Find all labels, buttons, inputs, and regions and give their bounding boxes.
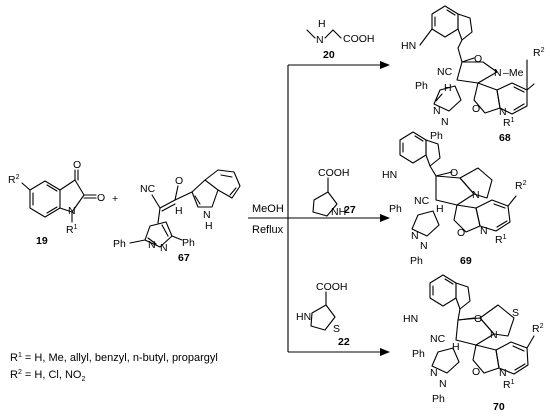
p70-n: N (490, 329, 498, 341)
p70-indole-hn: HN (403, 313, 418, 325)
p68-pyrrolidine-n: N (494, 67, 502, 79)
p70-ph-top: Ph (412, 348, 425, 360)
p68-carbonyl-o: O (474, 53, 482, 65)
p70-carbonyl-o: O (474, 313, 482, 325)
p70-cn: NC (430, 333, 446, 345)
p68-cn: NC (437, 66, 453, 78)
p69-oxindole-n: N (480, 225, 488, 237)
isatin-19: O O N R2 R1 19 (8, 159, 105, 247)
p68-r2: R2 (533, 47, 545, 59)
compound-number-19: 19 (36, 235, 48, 247)
isatin-r2: R2 (8, 174, 20, 186)
plus-sign: + (112, 193, 118, 205)
p69-r2: R2 (515, 180, 527, 192)
p70-pz-n1: N (430, 367, 438, 379)
p70-h: H (452, 341, 460, 353)
compound-number-70: 70 (493, 401, 505, 413)
p69-h: H (436, 203, 444, 215)
p68-oxindole-n: N (499, 106, 507, 118)
chalcone-carbonyl-o: O (175, 175, 183, 187)
compound-number-22: 22 (338, 336, 350, 348)
p70-ph-bottom: Ph (432, 393, 445, 405)
thiaproline-hn: HN (296, 311, 311, 323)
chalcone-ph-c: Ph (182, 237, 195, 249)
product-69: HN O N NC H Ph N N Ph O N R2 R1 69 (382, 131, 527, 267)
proline-acid: COOH (318, 167, 350, 179)
chalcone-pyrazole-n1: N (148, 239, 156, 251)
p68-pz-n1: N (433, 105, 441, 117)
p69-pz-n2: N (420, 240, 428, 252)
p69-n: N (472, 189, 480, 201)
sarcosine-20: N H COOH 20 (306, 18, 375, 61)
proline-nh: NH (331, 206, 346, 218)
isatin-oxygen-right: O (97, 192, 105, 204)
p69-ph-bottom: Ph (410, 255, 423, 267)
p70-r2: R2 (532, 323, 544, 335)
p69-indole-hn: HN (382, 169, 397, 181)
reaction-arrows (248, 61, 390, 356)
sarcosine-acid: COOH (343, 33, 375, 45)
product-68: HN O N –Me NC H Ph N N Ph O N R2 R1 68 (401, 5, 545, 144)
chalcone-ph-n: Ph (113, 238, 126, 250)
p69-pz-n1: N (411, 230, 419, 242)
chalcone-vinyl-h: H (175, 205, 183, 217)
compound-number-68: 68 (499, 132, 511, 144)
condition-temperature: Reflux (252, 224, 284, 236)
p68-pz-n2: N (441, 116, 449, 128)
p70-oxindole-n: N (499, 367, 507, 379)
thiaproline-s: S (333, 323, 340, 335)
p68-ph-bottom: Ph (430, 130, 443, 142)
p68-methyl: –Me (503, 67, 524, 79)
compound-number-20: 20 (323, 49, 335, 61)
p70-pz-n2: N (439, 378, 447, 390)
compound-number-69: 69 (460, 255, 472, 267)
p69-carbonyl-o: O (450, 167, 458, 179)
p69-cn: NC (414, 195, 430, 207)
sarcosine-h: H (318, 18, 326, 30)
p68-indole-hn: HN (401, 40, 416, 52)
compound-number-67: 67 (178, 252, 190, 264)
chalcone-pyrazole-n2: N (160, 242, 168, 254)
isatin-r1: R1 (66, 224, 78, 236)
isatin-nitrogen: N (68, 205, 76, 217)
chalcone-indole-n: N (203, 209, 211, 221)
product-70: HN O S N NC H Ph N N Ph O N R2 R1 70 (403, 274, 544, 413)
p69-oxindole-o: O (457, 227, 465, 239)
legend-r1: R1 = H, Me, allyl, benzyl, n-butyl, prop… (10, 352, 218, 364)
p68-r1: R1 (503, 117, 515, 129)
p69-ph-top: Ph (389, 203, 402, 215)
p70-s: S (512, 307, 519, 319)
isatin-oxygen-top: O (73, 159, 81, 171)
substituent-legend: R1 = H, Me, allyl, benzyl, n-butyl, prop… (10, 352, 218, 383)
p70-oxindole-o: O (472, 366, 480, 378)
chalcone-67: N N Ph Ph NC H O N H 67 (113, 169, 241, 264)
thiaproline-acid: COOH (316, 281, 348, 293)
compound-number-27: 27 (344, 204, 356, 216)
chalcone-cn: NC (140, 183, 156, 195)
p68-ph-top: Ph (415, 80, 428, 92)
proline-27: COOH NH 27 (312, 167, 356, 218)
thiaproline-22: COOH HN S 22 (296, 281, 350, 348)
p70-r1: R1 (503, 379, 515, 391)
p68-oxindole-o: O (472, 103, 480, 115)
legend-r2: R2 = H, Cl, NO2 (10, 369, 85, 383)
condition-solvent: MeOH (252, 203, 284, 215)
p69-r1: R1 (495, 234, 507, 246)
chalcone-indole-h: H (205, 220, 213, 232)
sarcosine-n: N (316, 34, 324, 46)
